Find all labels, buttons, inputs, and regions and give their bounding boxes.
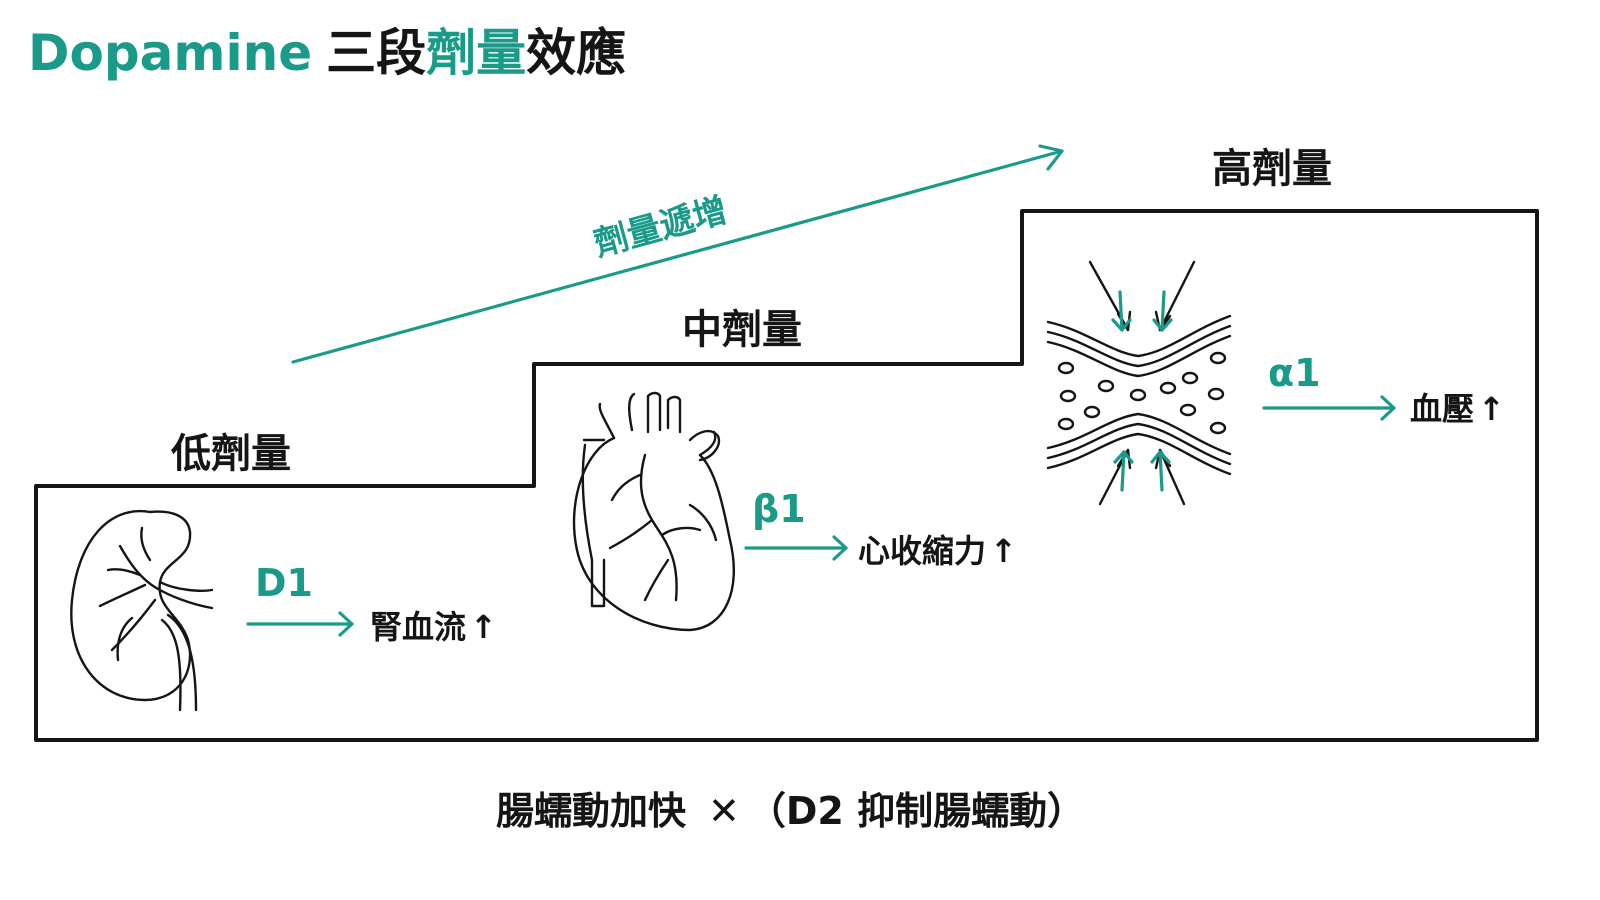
heart-icon [572,391,735,632]
effect-blood-pressure: 血壓↑ [1410,390,1505,428]
title-part1: 三段 [326,24,426,82]
footer-effect: 腸蠕動加快 [496,789,687,833]
footer-d2-note: （D2 抑制腸蠕動） [748,789,1085,833]
effect-contractility: 心收縮力↑ [858,532,1017,570]
step-high-title: 高劑量 [1212,146,1332,192]
receptor-alpha1-label: α1 [1268,351,1321,395]
receptor-beta1-label: β1 [752,487,806,531]
receptor-d1-label: D1 [255,561,313,605]
dose-increase-arrow [291,144,1064,364]
dose-increase-label: 劑量遞增 [590,190,732,264]
title-part2: 劑量 [426,24,526,82]
effect-renal-blood-flow: 腎血流↑ [370,608,497,646]
step-mid-title: 中劑量 [682,307,802,353]
dose-staircase [34,209,1539,742]
footer-note: 腸蠕動加快 ✕（D2 抑制腸蠕動） [496,789,1085,833]
kidney-icon [70,509,214,712]
beta1-arrow [744,535,848,561]
title-latin: Dopamine [28,24,312,82]
d1-arrow [246,611,354,637]
alpha1-arrow [1262,395,1396,421]
title-part3: 效應 [526,24,626,82]
footer-cross-icon: ✕ [708,789,740,833]
step-low-title: 低劑量 [171,431,291,477]
vasoconstriction-icon [1046,260,1232,506]
